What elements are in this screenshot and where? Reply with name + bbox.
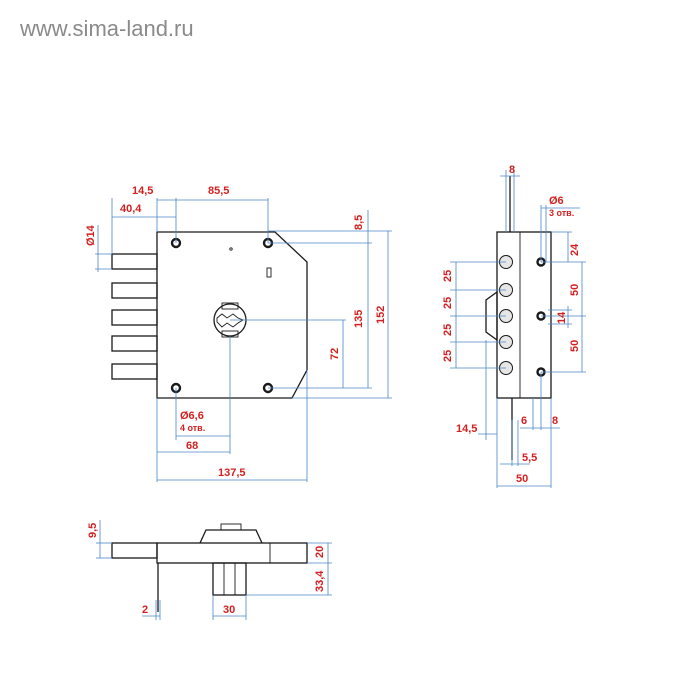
bottom-bolt [111,542,158,559]
dim-135-label: 135 [353,310,365,328]
dim-20-label: 20 [314,546,326,558]
dim-25-label-3: 25 [442,324,454,336]
dim-6-label: 6 [521,415,527,427]
dim-9-5-label: 9,5 [87,523,99,538]
dim-50-bottom-label: 50 [569,340,581,352]
dim-30-label: 30 [223,604,235,616]
dim-d14-label: Ø14 [85,224,97,246]
lower-cylinder [212,562,247,596]
slot [266,267,272,278]
front-view: 14,5 85,5 40,4 Ø14 8,5 135 152 72 Ø6,6 4… [85,185,392,482]
dim-d6-6-label: Ø6,6 [180,410,204,422]
bolt [111,335,158,352]
dim-25-label-4: 25 [442,350,454,362]
dim-8-bottom-label: 8 [552,415,558,427]
dim-25-label-1: 25 [442,270,454,282]
dim-4holes-label: 4 отв. [180,423,205,433]
dim-152-label: 152 [375,306,387,324]
dim-72-label: 72 [329,348,341,360]
dim-14-label: 14 [556,311,568,324]
dim-33-4-label: 33,4 [314,570,326,592]
dim-40-4-label: 40,4 [120,203,142,215]
dim-50-top-label: 50 [569,284,581,296]
bolt [111,309,158,326]
dim-14-5-label: 14,5 [132,185,153,197]
dim-2-label: 2 [142,604,148,616]
side-view: 8 Ø6 3 отв. 24 50 14 50 25 25 25 25 14,5… [442,164,586,488]
dim-137-5-label: 137,5 [218,467,246,479]
dim-14-5-side-label: 14,5 [456,423,477,435]
side-dimension-lines [450,170,586,488]
dim-24-label: 24 [569,243,581,256]
pin-dot [229,247,233,251]
bolt [111,282,158,299]
dim-25-label-2: 25 [442,297,454,309]
bottom-dimension-lines [96,520,332,620]
dim-50-width-label: 50 [516,473,528,485]
latch-bolt [485,290,498,342]
dim-8-5-label: 8,5 [353,215,365,230]
dim-8-label: 8 [509,164,515,176]
watermark: www.sima-land.ru [20,16,194,41]
bottom-body [156,542,308,564]
bolt [111,363,158,380]
bottom-view: 9,5 20 33,4 2 30 [87,520,332,620]
cylinder-housing [199,529,263,544]
dim-68-label: 68 [186,440,198,452]
dim-5-5-label: 5,5 [522,452,537,464]
cylinder-cap [220,523,242,531]
bolt [111,253,158,270]
dim-3holes-label: 3 отв. [549,208,574,218]
dim-d6-label: Ø6 [549,195,564,207]
front-dimension-lines [95,198,392,482]
dim-85-5-label: 85,5 [208,185,229,197]
